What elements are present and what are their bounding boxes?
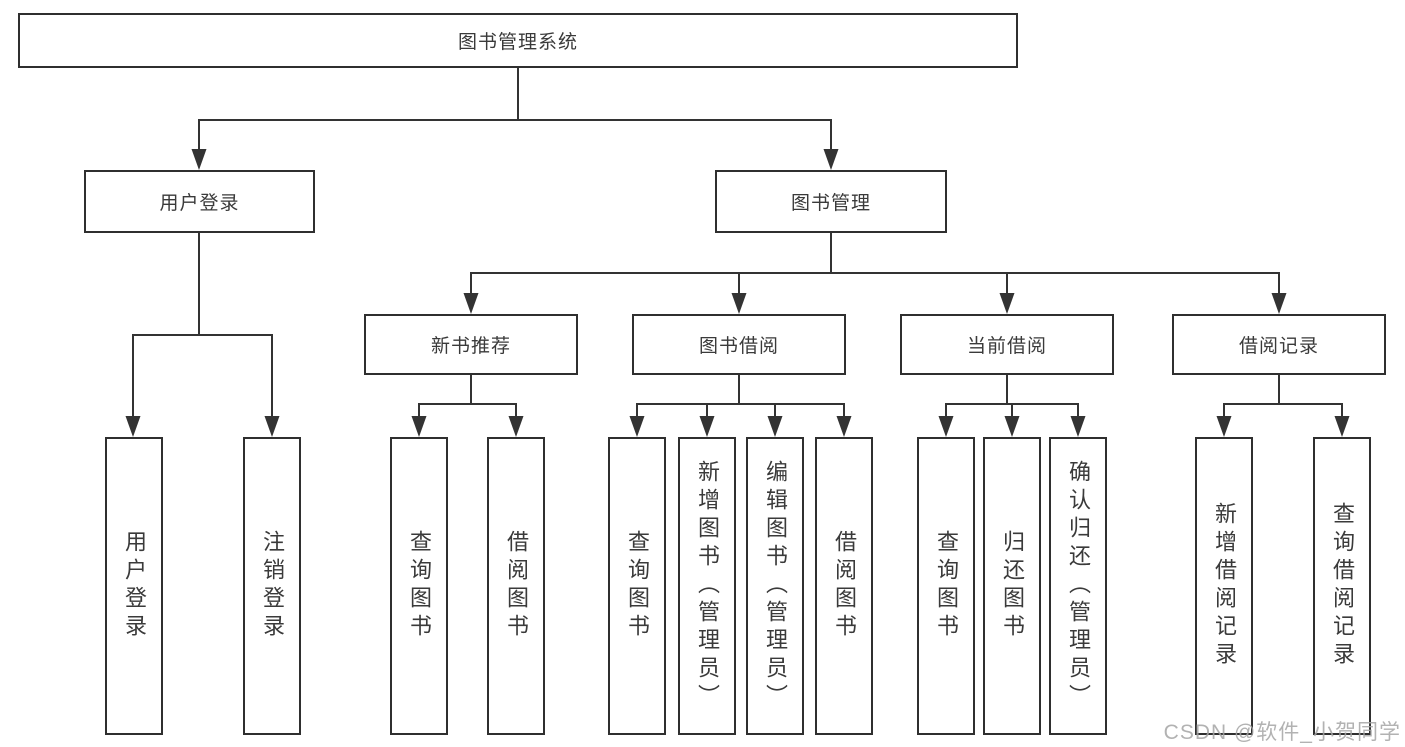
node-borrowing-records: 借阅记录 — [1172, 314, 1386, 375]
leaf-borrow-books: 借阅图书 — [815, 437, 873, 735]
node-new-book-recommend: 新书推荐 — [364, 314, 578, 375]
arrowhead-group — [125, 149, 1350, 437]
node-current-borrowing: 当前借阅 — [900, 314, 1114, 375]
leaf-newbook-query-books: 查询图书 — [390, 437, 448, 735]
leaf-user-login-label: 用户登录 — [122, 530, 147, 642]
leaf-borrowing-query-books: 查询图书 — [608, 437, 666, 735]
leaf-edit-books-admin: 编辑图书（管理员） — [746, 437, 804, 735]
leaf-current-query-books: 查询图书 — [917, 437, 975, 735]
leaf-edit-books-admin-label: 编辑图书（管理员） — [763, 460, 788, 712]
leaf-borrow-books-label: 借阅图书 — [832, 530, 857, 642]
csdn-watermark: CSDN @软件_小贺同学 — [1163, 721, 1401, 744]
leaf-borrowing-query-books-label: 查询图书 — [625, 530, 650, 642]
leaf-return-books: 归还图书 — [983, 437, 1041, 735]
leaf-user-login: 用户登录 — [105, 437, 163, 735]
leaf-add-books-admin-label: 新增图书（管理员） — [695, 460, 720, 712]
leaf-return-books-label: 归还图书 — [1000, 530, 1025, 642]
node-book-management: 图书管理 — [715, 170, 947, 233]
leaf-newbook-query-books-label: 查询图书 — [407, 530, 432, 642]
leaf-add-borrow-record: 新增借阅记录 — [1195, 437, 1253, 735]
leaf-current-query-books-label: 查询图书 — [934, 530, 959, 642]
leaf-query-borrow-record: 查询借阅记录 — [1313, 437, 1371, 735]
node-user-login: 用户登录 — [84, 170, 315, 233]
node-book-borrowing: 图书借阅 — [632, 314, 846, 375]
leaf-confirm-return-admin-label: 确认归还（管理员） — [1066, 460, 1091, 712]
node-root: 图书管理系统 — [18, 13, 1018, 68]
leaf-confirm-return-admin: 确认归还（管理员） — [1049, 437, 1107, 735]
leaf-add-books-admin: 新增图书（管理员） — [678, 437, 736, 735]
leaf-logout-label: 注销登录 — [260, 530, 285, 642]
leaf-add-borrow-record-label: 新增借阅记录 — [1212, 502, 1237, 670]
leaf-logout: 注销登录 — [243, 437, 301, 735]
leaf-newbook-borrow-books-label: 借阅图书 — [504, 530, 529, 642]
leaf-query-borrow-record-label: 查询借阅记录 — [1330, 502, 1355, 670]
leaf-newbook-borrow-books: 借阅图书 — [487, 437, 545, 735]
